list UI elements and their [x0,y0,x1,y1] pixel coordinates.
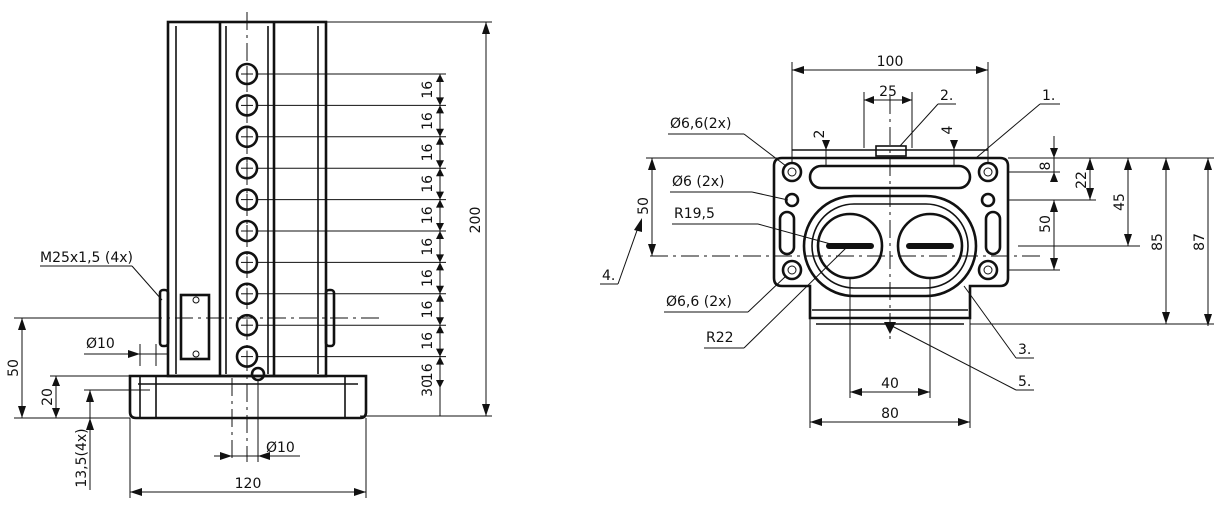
drain-point [884,322,896,334]
port-right-bar [906,243,954,249]
hole-bottom-right [977,259,999,281]
port-left-bar [826,243,874,249]
pitch-label: 16 [420,81,436,99]
dim-50-right: 50 [1038,215,1054,233]
pitch-dimension-chain: 16 16 16 16 16 16 16 16 16 16 [420,74,444,388]
dim-200: 200 [468,207,484,234]
sensor-window [179,293,211,361]
dim-20-front: 20 [40,388,56,406]
position-3: 3. [1018,342,1031,358]
hole-66-bottom-note: Ø6,6 (2x) [666,294,732,310]
position-4: 4. [602,268,615,284]
dim-50-left: 50 [636,197,652,215]
dim-87: 87 [1192,233,1208,251]
bottom-port [250,366,266,382]
right-slot [984,210,1002,256]
hole-6-right [980,192,996,208]
side-view: 100 25 2 4 8 50 22 [600,54,1214,428]
top-fitting [875,145,907,157]
left-slot [778,210,796,256]
dim-100: 100 [877,54,904,70]
pitch-label: 16 [420,144,436,162]
pitch-label: 16 [420,363,436,381]
dim-80: 80 [881,406,899,422]
pitch-label: 16 [420,206,436,224]
pitch-label: 16 [420,112,436,130]
thread-note: M25x1,5 (4x) [40,250,133,266]
position-1: 1. [1042,88,1055,104]
dim-85: 85 [1150,233,1166,251]
pitch-label: 16 [420,301,436,319]
hole-top-left [781,161,803,183]
position-2: 2. [940,88,953,104]
radius-22-note: R22 [706,330,734,346]
dim-4: 4 [940,125,956,134]
dim-25: 25 [879,84,897,100]
dim-2: 2 [812,130,828,139]
hole-6-note: Ø6 (2x) [672,174,725,190]
position-5: 5. [1018,374,1031,390]
hole-66-top-note: Ø6,6(2x) [670,116,731,132]
dim-40: 40 [881,376,899,392]
dim-22: 22 [1074,171,1090,189]
hole-bottom-left [781,259,803,281]
dim-120: 120 [235,476,262,492]
pitch-label: 16 [420,238,436,256]
base-plate [128,374,368,420]
pitch-label: 16 [420,175,436,193]
hole-top-right [977,161,999,183]
dim-50-front: 50 [6,359,22,377]
dia-10-left: Ø10 [86,336,115,352]
pitch-label: 16 [420,332,436,350]
pitch-label: 16 [420,269,436,287]
radius-19-5-note: R19,5 [674,206,715,222]
front-view: 16 16 16 16 16 16 16 16 16 16 30 200 M25x1,5 (4x)… [6,12,492,498]
dim-13-5: 13,5(4x) [74,428,90,487]
dim-30: 30 [420,379,436,397]
dim-45: 45 [1112,193,1128,211]
dim-8: 8 [1038,162,1054,171]
dia-10-bottom: Ø10 [266,440,295,456]
